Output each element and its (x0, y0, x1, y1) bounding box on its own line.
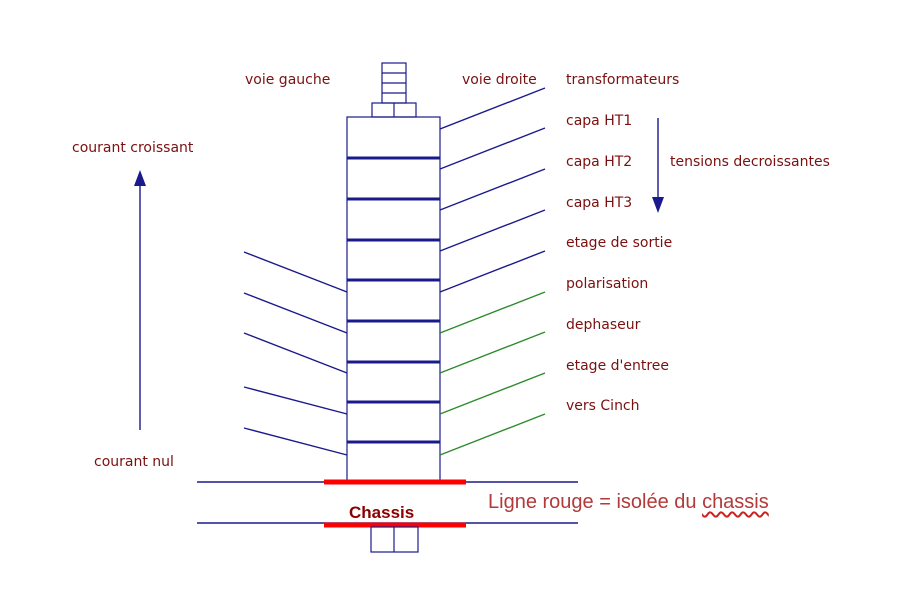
tensions-decroissantes-label: tensions decroissantes (670, 154, 830, 170)
chassis-label: Chassis (349, 503, 415, 522)
red-line-note-chassis: chassis (702, 491, 769, 513)
right-label-etage-d-entree: etage d'entree (566, 358, 670, 374)
right-label-capa-ht2: capa HT2 (566, 154, 633, 170)
voie-droite-label: voie droite (462, 72, 537, 88)
voie-gauche-label: voie gauche (245, 72, 331, 88)
bottom-nut (370, 526, 419, 553)
red-line-note-text: Ligne rouge = isolée du (488, 491, 703, 513)
chassis-plate (197, 479, 578, 528)
red-line-note: Ligne rouge = isolée du chassis (488, 490, 769, 514)
right-label-dephaseur: dephaseur (566, 317, 641, 333)
right-label-etage-de-sortie: etage de sortie (566, 235, 673, 251)
courant-croissant-label: courant croissant (72, 140, 194, 156)
washer-stack (346, 116, 441, 483)
left-connections (243, 251, 348, 456)
tensions-arrow (652, 118, 664, 213)
right-label-vers-cinch: vers Cinch (566, 398, 640, 414)
right-label-capa-ht1: capa HT1 (566, 113, 633, 129)
right-label-transformateurs: transformateurs (566, 72, 680, 88)
top-bolt (371, 62, 417, 118)
courant-arrow (134, 170, 146, 430)
right-label-polarisation: polarisation (566, 276, 649, 292)
courant-nul-label: courant nul (94, 454, 174, 470)
right-connections (439, 87, 546, 456)
right-label-capa-ht3: capa HT3 (566, 195, 633, 211)
